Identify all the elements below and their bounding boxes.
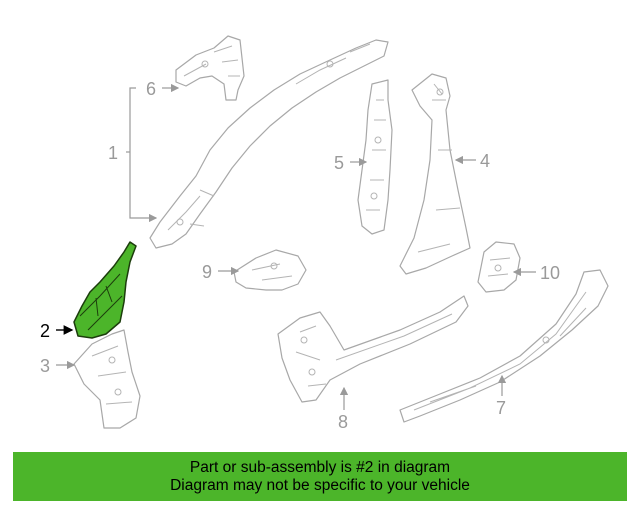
callout-9: 9: [202, 262, 212, 282]
callout-1: 1: [108, 143, 118, 163]
callouts: 1 6 5 4 9 10 3 8 7 2: [40, 79, 560, 432]
callout-8: 8: [338, 412, 348, 432]
part-8-inner-rocker: [277, 295, 469, 403]
part-5-reinforcement: [357, 79, 393, 235]
part-3-lower-bracket: [73, 329, 141, 429]
banner-line-2: Diagram may not be specific to your vehi…: [170, 476, 470, 494]
callout-5: 5: [334, 153, 344, 173]
callout-3: 3: [40, 356, 50, 376]
part-2-highlighted-panel: [73, 241, 137, 339]
callout-4: 4: [480, 151, 490, 171]
callout-7: 7: [496, 398, 506, 418]
banner-line-1: Part or sub-assembly is #2 in diagram: [189, 458, 451, 476]
part-10-reinforcement: [477, 241, 521, 293]
part-7-outer-rocker: [399, 269, 609, 423]
callout-10: 10: [540, 263, 560, 283]
callout-6: 6: [146, 79, 156, 99]
callout-2: 2: [40, 321, 50, 341]
part-1-pillar-rail: [149, 39, 389, 249]
part-6-bracket: [175, 35, 245, 101]
part-4-b-pillar: [399, 73, 471, 275]
part-9-bracket: [233, 249, 307, 291]
info-banner: Part or sub-assembly is #2 in diagram Di…: [13, 452, 627, 501]
